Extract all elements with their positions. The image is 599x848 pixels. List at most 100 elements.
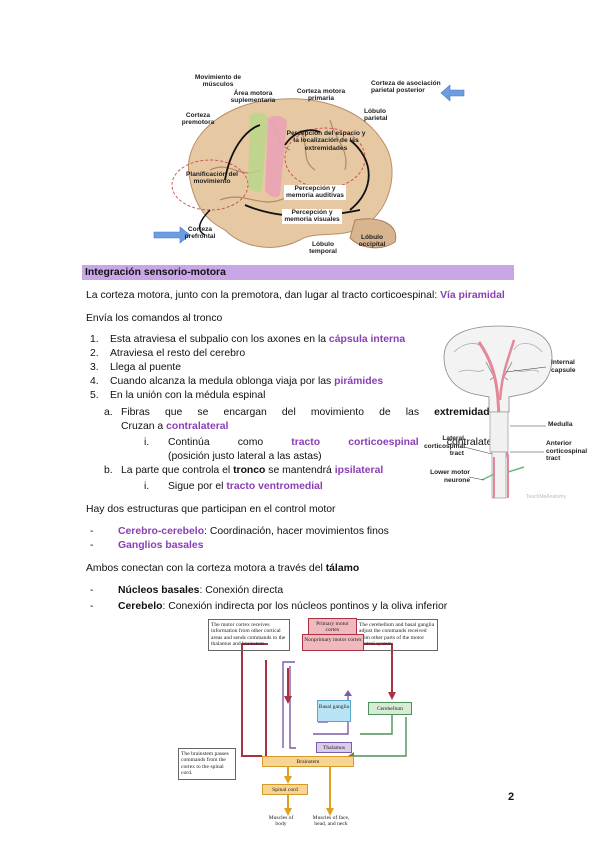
blue-arrow-parietal xyxy=(440,84,466,107)
text: La parte que controla el xyxy=(121,465,234,476)
nucleos-basales-bold: Núcleos basales xyxy=(118,585,200,596)
substep-a-i: i. Continúa como tracto corticoespinal c… xyxy=(144,436,504,464)
cerebellum-box: Cerebellum xyxy=(368,702,412,715)
intro-paragraph-2: Envía los comandos al tronco xyxy=(86,313,223,324)
muscles-face-label: Muscles of face, head, and neck xyxy=(312,815,350,828)
text: Sigue por el xyxy=(168,481,227,492)
tracto-ventromedial-highlight: tracto ventromedial xyxy=(226,481,323,492)
step-5: 5. En la unión con la médula espinal xyxy=(90,389,510,403)
step-number: 2. xyxy=(90,348,99,359)
label-anterior-tract: Anterior corticospinal tract xyxy=(546,440,588,462)
label-internal-capsule: Internal capsule xyxy=(551,359,576,374)
step-text: Esta atraviesa el subpalio con los axone… xyxy=(110,334,329,345)
label-lower-motor-neurone: Lower motor neurone xyxy=(430,469,470,484)
substep-letter: b. xyxy=(104,465,113,476)
substep-a-line2: Cruzan a contralateral xyxy=(104,420,504,434)
nonprimary-motor-box: Nonprimary motor cortex xyxy=(302,634,364,651)
label-occipital-lobe: Lóbulo occipital xyxy=(358,234,386,249)
thalamus-intro: Ambos conectan con la corteza motora a t… xyxy=(86,562,359,576)
structure-item-1: -Cerebro-cerebelo: Coordinación, hacer m… xyxy=(90,526,389,537)
text: : Conexión directa xyxy=(199,585,284,596)
thalamus-item-2: -Cerebelo: Conexión indirecta por los nú… xyxy=(90,601,448,612)
muscles-body-label: Muscles of body xyxy=(268,815,294,828)
ganglios-basales-highlight: Ganglios basales xyxy=(118,540,204,551)
label-premotor-cortex: Corteza premotora xyxy=(181,112,215,127)
label-parietal-association: Corteza de asociación parietal posterior xyxy=(371,80,441,95)
piramides-highlight: pirámides xyxy=(334,376,384,387)
corticospinal-figure: Internal capsule Medulla Lateral cortico… xyxy=(424,322,594,504)
tronco-bold: tronco xyxy=(233,465,266,476)
substep-roman: i. xyxy=(144,437,150,448)
step-number: 3. xyxy=(90,362,99,373)
label-space-perception: Percepción del espacio y la localización… xyxy=(286,130,366,152)
page-number: 2 xyxy=(508,791,515,803)
via-piramidal-highlight: Vía piramidal xyxy=(440,290,505,301)
corticospinal-illustration xyxy=(443,325,553,499)
step-1: 1. Esta atraviesa el subpalio con los axo… xyxy=(90,333,510,347)
intro-paragraph: La corteza motora, junto con la premotor… xyxy=(86,289,516,303)
label-medulla: Medulla xyxy=(548,421,573,428)
text: Ambos conectan con la corteza motora a t… xyxy=(86,563,326,574)
spinal-cord-box: Spinal cord xyxy=(262,784,308,795)
cerebro-cerebelo-highlight: Cerebro-cerebelo xyxy=(118,526,205,537)
substep-ai-line2: (posición justo lateral a las astas) xyxy=(168,451,322,462)
capsula-interna-highlight: cápsula interna xyxy=(328,334,406,345)
step-text: En la unión con la médula espinal xyxy=(110,390,266,401)
text: contralateral xyxy=(418,437,504,448)
basal-ganglia-box: Basal ganglia xyxy=(317,700,351,722)
step-number: 5. xyxy=(90,390,99,401)
note-brainstem: The brainstem passes commands from the c… xyxy=(178,748,236,780)
talamo-bold: tálamo xyxy=(325,563,360,574)
steps-list: 1. Esta atraviesa el subpalio con los axo… xyxy=(90,333,510,403)
thalamus-list: -Núcleos basales: Conexión directa -Cere… xyxy=(90,584,520,614)
substep-b: b. La parte que controla el tronco se man… xyxy=(104,464,484,478)
label-supplementary-motor-area: Área motora suplementaria xyxy=(230,90,276,105)
label-movement-planning: Planificación del movimiento xyxy=(185,171,239,186)
thalamus-box: Thalamus xyxy=(316,742,352,753)
label-auditory-perception: Percepción y memoria auditivas xyxy=(284,185,346,200)
structures-list: -Cerebro-cerebelo: Coordinación, hacer m… xyxy=(90,525,510,553)
note-motor-cortex: The motor cortex receives information fr… xyxy=(208,619,290,651)
step-number: 1. xyxy=(90,334,99,345)
cerebelo-bold: Cerebelo xyxy=(118,601,163,612)
structure-item-2: -Ganglios basales xyxy=(90,540,204,551)
watermark: TeachMeAnatomy xyxy=(526,494,567,500)
label-movement-of-muscles: Movimiento de músculos xyxy=(194,74,242,89)
intro-text: La corteza motora, junto con la premotor… xyxy=(86,290,441,301)
step-text: Atraviesa el resto del cerebro xyxy=(110,348,246,359)
step-text: Cuando alcanza la medula oblonga viaja p… xyxy=(110,376,335,387)
ipsilateral-highlight: ipsilateral xyxy=(334,465,384,476)
motor-control-diagram: The motor cortex receives information fr… xyxy=(178,614,438,836)
structures-intro: Hay dos estructuras que participan en el… xyxy=(86,504,336,515)
tracto-corticoespinal-highlight: tracto corticoespinal xyxy=(291,437,419,448)
section-title: Integración sensorio-motora xyxy=(82,265,514,280)
step-3: 3. Llega al puente xyxy=(90,361,510,375)
text: Fibras que se encargan del movimiento de… xyxy=(121,407,435,418)
step-4: 4. Cuando alcanza la medula oblonga viaja… xyxy=(90,375,510,389)
step-2: 2. Atraviesa el resto del cerebro xyxy=(90,347,510,361)
left-arrow-icon xyxy=(440,84,465,102)
contralateral-highlight: contralateral xyxy=(166,421,229,432)
label-temporal-lobe: Lóbulo temporal xyxy=(309,241,337,256)
label-primary-motor-cortex: Corteza motora primaria xyxy=(296,88,346,103)
text: Cruzan a xyxy=(121,421,167,432)
substep-roman: i. xyxy=(144,481,150,492)
label-parietal-lobe: Lóbulo parietal xyxy=(364,108,388,123)
step-number: 4. xyxy=(90,376,99,387)
substep-letter: a. xyxy=(104,407,113,418)
text: : Coordinación, hacer movimientos finos xyxy=(204,526,389,537)
brain-figure: Movimiento de músculos Área motora suple… xyxy=(150,70,450,260)
primary-motor-box: Primary motor cortex xyxy=(308,618,357,635)
label-visual-perception: Percepción y memoria visuales xyxy=(282,209,342,224)
label-lateral-tract: Lateral corticospinal tract xyxy=(424,435,466,457)
thalamus-item-1: -Núcleos basales: Conexión directa xyxy=(90,585,284,596)
note-cerebellum: The cerebellum and basal ganglia adjust … xyxy=(356,619,438,651)
text: Continúa como xyxy=(168,437,292,448)
extremidades-bold: extremidades xyxy=(434,407,502,418)
substep-b-i: i. Sigue por el tracto ventromedial xyxy=(144,480,484,494)
step-text: Llega al puente xyxy=(110,362,182,373)
blue-arrow-prefrontal xyxy=(153,226,191,244)
brainstem-box: Brainstem xyxy=(262,756,354,767)
text: se mantendrá xyxy=(265,465,335,476)
substep-ai-line1: Continúa como tracto corticoespinal cont… xyxy=(168,436,504,450)
